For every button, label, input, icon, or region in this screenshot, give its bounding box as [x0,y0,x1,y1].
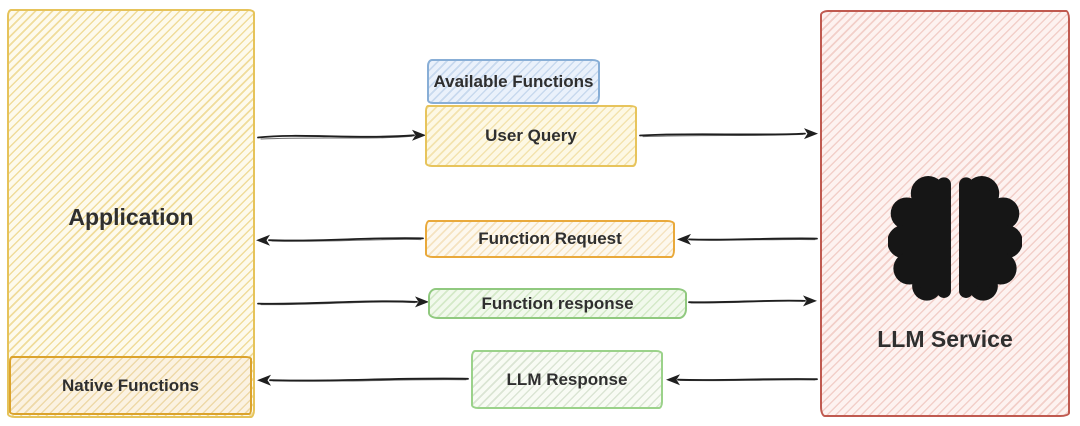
arrow-user-query-to-llm-service [639,128,818,140]
llm-service-node: LLM Service [820,10,1070,417]
arrow-llm-service-to-llm-response [666,374,818,386]
available-functions-node: Available Functions [427,59,600,104]
arrow-llm-response-to-native-functions [257,374,469,386]
user-query-label: User Query [485,126,577,145]
application-label: Application [68,204,194,230]
available-functions-label: Available Functions [433,71,594,91]
arrow-application-to-function-response [257,296,429,308]
function-request-node: Function Request [425,220,675,258]
llm-service-label: LLM Service [877,326,1013,352]
native-functions-label: Native Functions [62,375,199,395]
arrow-application-to-user-query [257,129,426,141]
brain-icon [888,176,1022,301]
arrow-function-response-to-llm-service [688,295,817,307]
user-query-node: User Query [425,105,637,167]
function-request-label: Function Request [478,229,622,248]
application-node: Application [7,9,255,418]
function-response-node: Function response [428,288,687,319]
native-functions-node: Native Functions [9,356,252,415]
llm-response-label: LLM Response [506,369,628,389]
arrow-llm-service-to-function-request [677,233,818,245]
arrow-function-request-to-application [256,234,424,246]
llm-response-node: LLM Response [471,350,663,409]
function-response-label: Function response [481,293,634,313]
